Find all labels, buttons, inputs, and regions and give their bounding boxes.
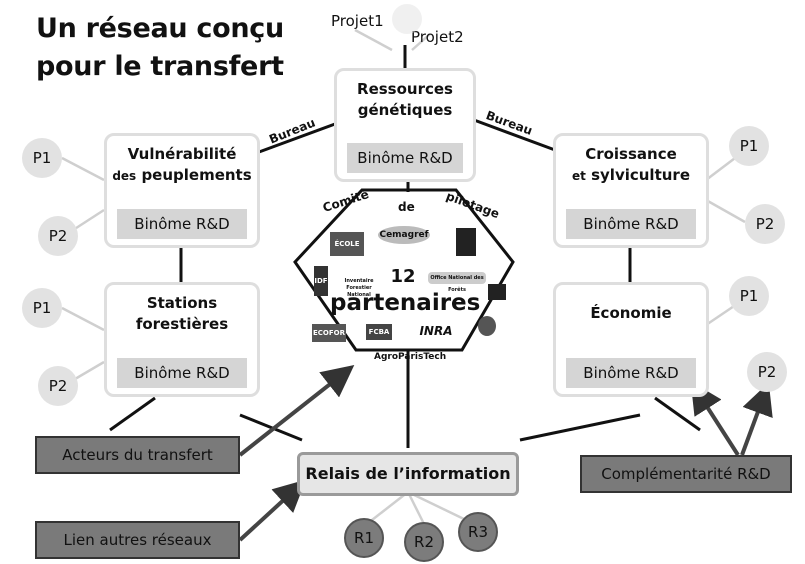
croissance-binome: Binôme R&D xyxy=(566,209,696,239)
vulnerabilite-line2-big: peuplements xyxy=(141,166,252,184)
arrow-acteurs xyxy=(238,365,355,457)
ressources-binome: Binôme R&D xyxy=(347,143,463,173)
projet-circle-1 xyxy=(392,4,422,34)
stations-title: Stations forestières xyxy=(107,293,257,335)
logo-cemagref: Cemagref xyxy=(378,226,430,244)
vulnerabilite-binome: Binôme R&D xyxy=(117,209,247,239)
line-r3 xyxy=(407,490,467,522)
logo-ifn: Inventaire Forestier National xyxy=(344,278,374,298)
callout-lien-label: Lien autres réseaux xyxy=(37,523,238,557)
croissance-line2-small: et xyxy=(571,169,586,183)
logo-ecofor: ECOFOR xyxy=(312,324,346,342)
node-croissance: Croissance et sylviculture Binôme R&D xyxy=(553,133,709,248)
ressources-title: Ressources génétiques xyxy=(337,79,473,121)
relais-information: Relais de l’information xyxy=(297,452,519,496)
node-vulnerabilite: Vulnérabilité des peuplements Binôme R&D xyxy=(104,133,260,248)
logo-onf: Office National des Forêts xyxy=(428,272,486,293)
croissance-line2-big: sylviculture xyxy=(591,166,690,184)
arrow-complementarite-2 xyxy=(740,382,773,456)
link-stations-relais xyxy=(239,413,303,442)
arrow-lien xyxy=(238,479,306,542)
p1-vulnerabilite: P1 xyxy=(22,138,62,178)
p2-croissance: P2 xyxy=(745,204,785,244)
callout-complementarite-label: Complémentarité R&D xyxy=(582,457,790,491)
logo-ecole: ÉCOLE xyxy=(330,232,364,256)
logo-gip xyxy=(488,284,506,300)
line-p1-stations xyxy=(61,306,105,332)
bureau-link-right xyxy=(473,118,556,152)
projet2-label: Projet2 xyxy=(411,28,464,46)
ressources-line1: Ressources xyxy=(357,80,453,98)
p1-stations: P1 xyxy=(22,288,62,328)
vulnerabilite-title: Vulnérabilité des peuplements xyxy=(107,144,257,187)
logo-tree xyxy=(478,316,496,336)
bureau-link-left xyxy=(258,122,336,154)
arrow-complementarite-1 xyxy=(690,381,740,457)
vulnerabilite-line1: Vulnérabilité xyxy=(127,145,237,163)
link-stations-bottom xyxy=(109,396,156,432)
p2-vulnerabilite: P2 xyxy=(38,216,78,256)
line-projet1 xyxy=(354,28,393,52)
p1-croissance: P1 xyxy=(729,126,769,166)
line-r2 xyxy=(406,491,426,525)
ressources-line2: génétiques xyxy=(357,101,453,119)
stations-line1: Stations xyxy=(146,294,218,312)
line-r1 xyxy=(371,491,409,521)
croissance-title: Croissance et sylviculture xyxy=(556,144,706,187)
p2-economie: P2 xyxy=(747,352,787,392)
node-stations: Stations forestières Binôme R&D xyxy=(104,282,260,397)
economie-line1: Économie xyxy=(590,304,672,322)
link-economie-bottom xyxy=(654,396,701,432)
link-economie-relais xyxy=(519,413,641,442)
callout-complementarite: Complémentarité R&D xyxy=(580,455,792,493)
logo-fcba: FCBA xyxy=(366,324,392,340)
title-line1: Un réseau conçu xyxy=(36,13,284,44)
croissance-line1: Croissance xyxy=(585,145,677,163)
economie-title: Économie xyxy=(556,303,706,324)
vulnerabilite-line2-small: des xyxy=(112,169,137,183)
logo-inra: INRA xyxy=(419,324,453,338)
economie-binome: Binôme R&D xyxy=(566,358,696,388)
callout-lien: Lien autres réseaux xyxy=(35,521,240,559)
line-projet2 xyxy=(411,33,431,51)
r1-circle: R1 xyxy=(344,518,384,558)
node-economie: Économie Binôme R&D xyxy=(553,282,709,397)
r3-circle: R3 xyxy=(458,512,498,552)
logo-idf: IDF xyxy=(314,266,328,296)
page-title: Un réseau conçu pour le transfert xyxy=(36,10,284,86)
p2-stations: P2 xyxy=(38,366,78,406)
node-ressources: Ressources génétiques Binôme R&D xyxy=(334,68,476,182)
title-line2: pour le transfert xyxy=(36,51,284,82)
p1-economie: P1 xyxy=(729,276,769,316)
projet1-label: Projet1 xyxy=(331,12,384,30)
r2-circle: R2 xyxy=(404,522,444,562)
stations-line2: forestières xyxy=(135,315,229,333)
partenaires-number: 12 xyxy=(390,266,416,287)
stations-binome: Binôme R&D xyxy=(117,358,247,388)
partenaires-label: partenaires xyxy=(330,290,481,316)
line-p1-vuln xyxy=(61,156,105,182)
de-label: de xyxy=(398,200,415,214)
logo-ifn-dark xyxy=(456,228,476,256)
line-p2-croiss xyxy=(705,198,746,224)
callout-acteurs: Acteurs du transfert xyxy=(35,436,240,474)
hexagon-comite xyxy=(293,188,515,352)
callout-acteurs-label: Acteurs du transfert xyxy=(37,438,238,472)
logo-agroparistech: AgroParisTech xyxy=(374,352,447,362)
